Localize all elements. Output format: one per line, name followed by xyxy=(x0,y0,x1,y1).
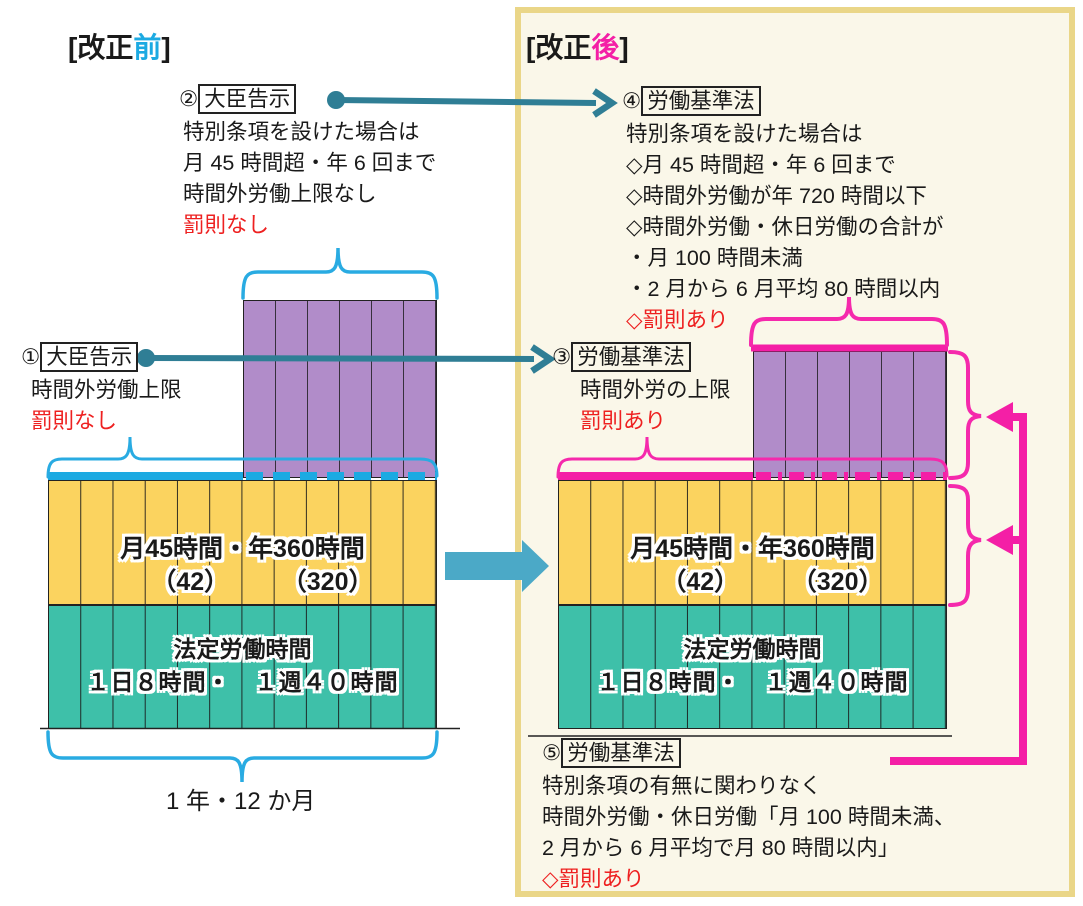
note-2-line: 特別条項を設けた場合は xyxy=(183,120,420,144)
note-4-penalty: ◇罰則あり xyxy=(626,308,729,332)
note-4-number: ④ xyxy=(622,89,642,113)
before-title-suffix: ] xyxy=(161,32,171,63)
overtime-limit-label: 月45時間・年360時間 xyxy=(120,535,365,563)
after-title-suffix: ] xyxy=(619,32,629,63)
before-title: [改正前] xyxy=(68,26,171,66)
before-title-accent: 前 xyxy=(133,32,162,63)
before-title-prefix: [改正 xyxy=(68,32,134,63)
after-title-prefix: [改正 xyxy=(526,32,592,63)
before-overtime-limit-bar: 月45時間・年360時間 （42） （320） xyxy=(48,480,437,605)
note-4-line: ◇時間外労働・休日労働の合計が xyxy=(626,215,944,239)
statutory-hours-detail: １日８時間・ １週４０時間 xyxy=(596,669,909,695)
year-axis-label: 1 年・12 か月 xyxy=(166,788,316,815)
overtime-yearly-value: （320） xyxy=(791,568,884,596)
note-5-line: 特別条項の有無に関わりなく xyxy=(542,774,822,798)
before-statutory-hours-bar: 法定労働時間 １日８時間・ １週４０時間 xyxy=(48,605,437,729)
overtime-monthly-value: （42） xyxy=(151,568,230,596)
note-3-penalty: 罰則あり xyxy=(580,409,667,433)
after-overtime-limit-bar: 月45時間・年360時間 （42） （320） xyxy=(558,480,947,605)
note-2-line: 時間外労働上限なし xyxy=(183,182,377,206)
brace-before-special-top xyxy=(241,247,439,300)
note-1-penalty: 罰則なし xyxy=(31,409,118,433)
note-4-line: ◇時間外労働が年 720 時間以下 xyxy=(626,184,927,208)
note-4-line: ・月 100 時間未満 xyxy=(626,246,803,270)
note-3-box: 労働基準法 xyxy=(571,342,691,373)
note-2-penalty: 罰則なし xyxy=(183,213,270,237)
before-special-provision-bar xyxy=(243,300,437,478)
overtime-monthly-value: （42） xyxy=(661,568,740,596)
note-4-box: 労働基準法 xyxy=(641,86,761,117)
note-4-line: ◇月 45 時間超・年 6 回まで xyxy=(626,153,896,177)
note-5-line: 2 月から 6 月平均で月 80 時間以内」 xyxy=(542,836,900,860)
note-1-line: 時間外労働上限 xyxy=(31,378,182,402)
after-statutory-hours-bar: 法定労働時間 １日８時間・ １週４０時間 xyxy=(558,605,947,729)
note-3-line: 時間外労の上限 xyxy=(580,378,731,402)
note-5-penalty: ◇罰則あり xyxy=(542,867,645,891)
note-5-box: 労働基準法 xyxy=(561,738,681,769)
note-4-line: ・2 月から 6 月平均 80 時間以内 xyxy=(626,277,941,301)
statutory-hours-detail: １日８時間・ １週４０時間 xyxy=(86,669,399,695)
after-title: [改正後] xyxy=(526,26,629,66)
note-2-box: 大臣告示 xyxy=(198,84,297,115)
note-4-line: 特別条項を設けた場合は xyxy=(626,122,863,146)
brace-before-year-bottom xyxy=(46,730,439,783)
note-3-number: ③ xyxy=(552,345,572,369)
note-1-number: ① xyxy=(21,345,41,369)
note-5-number: ⑤ xyxy=(542,741,562,765)
overtime-yearly-value: （320） xyxy=(281,568,374,596)
note-1-box: 大臣告示 xyxy=(40,342,139,373)
note-2-line: 月 45 時間超・年 6 回まで xyxy=(183,151,437,175)
note-2-number: ② xyxy=(179,87,199,111)
statutory-hours-label: 法定労働時間 xyxy=(683,636,822,662)
after-title-accent: 後 xyxy=(591,32,620,63)
note-5-line: 時間外労働・休日労働「月 100 時間未満、 xyxy=(542,805,956,829)
statutory-hours-label: 法定労働時間 xyxy=(173,636,312,662)
after-special-provision-bar xyxy=(753,351,947,478)
overtime-limit-label: 月45時間・年360時間 xyxy=(630,535,875,563)
